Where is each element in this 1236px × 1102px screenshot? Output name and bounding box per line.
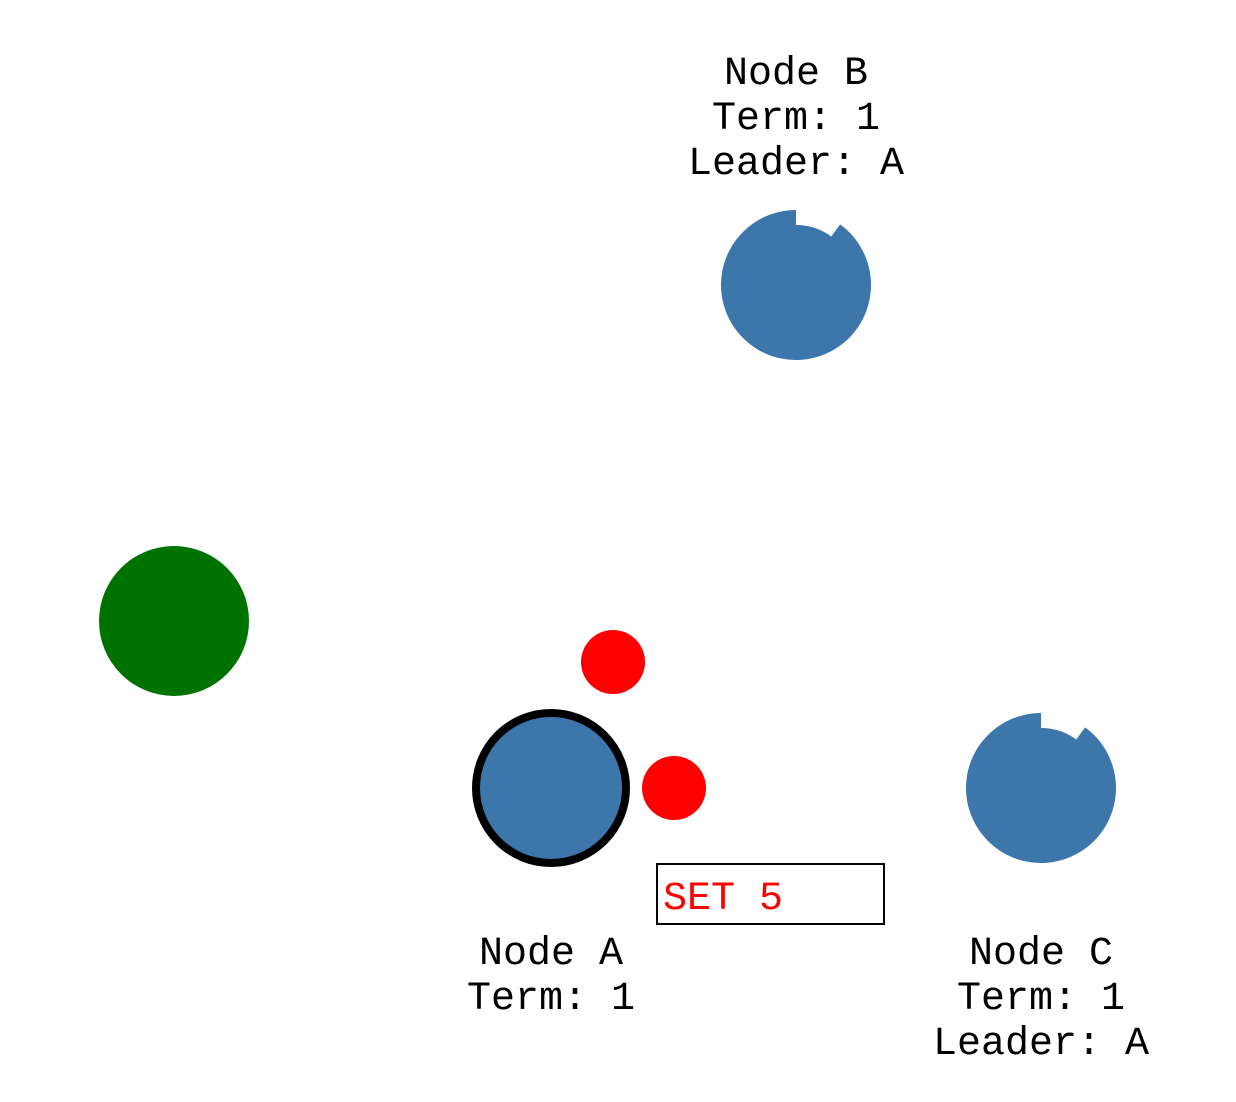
node-a-circle[interactable]	[472, 709, 630, 867]
node-a-name: Node A	[479, 932, 623, 977]
node-b-circle[interactable]	[721, 210, 872, 360]
node-c-term: Term: 1	[957, 977, 1125, 1022]
command-box: SET 5	[656, 863, 885, 925]
node-b-term: Term: 1	[712, 97, 880, 142]
node-b[interactable]: Node B Term: 1 Leader: A	[688, 52, 904, 360]
command-text: SET 5	[663, 877, 783, 922]
node-c-leader: Leader: A	[933, 1022, 1149, 1067]
node-c-name: Node C	[969, 932, 1113, 977]
node-a[interactable]: Node A Term: 1	[467, 709, 635, 1022]
node-b-name: Node B	[724, 52, 868, 97]
message-dot-to-node-c	[642, 756, 706, 820]
message-dot-to-node-b	[581, 630, 645, 694]
command-box-border	[656, 863, 885, 925]
client-node[interactable]	[99, 546, 249, 696]
node-c-circle[interactable]	[965, 713, 1116, 864]
node-b-leader: Leader: A	[688, 142, 904, 187]
node-a-term: Term: 1	[467, 977, 635, 1022]
node-c[interactable]: Node C Term: 1 Leader: A	[933, 713, 1149, 1067]
